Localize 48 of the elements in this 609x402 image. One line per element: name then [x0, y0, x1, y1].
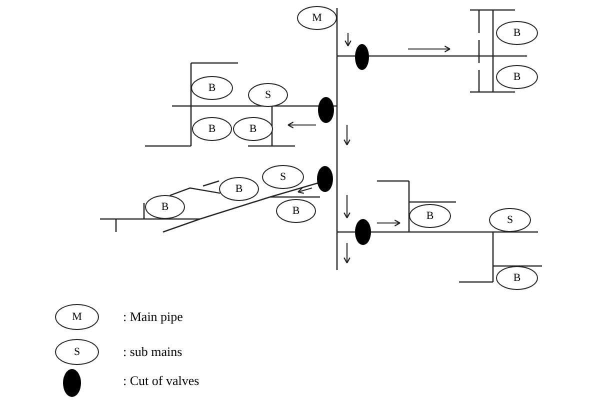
pipe-line [337, 55, 527, 57]
pipe-marker: B [191, 76, 233, 100]
pipe-marker: S [248, 83, 288, 107]
legend-text: : sub mains [123, 345, 182, 358]
pipe-line [200, 196, 270, 220]
pipe-marker: B [145, 195, 185, 219]
legend-text: : Cut of valves [123, 374, 200, 387]
pipe-marker: S [262, 165, 304, 189]
pipe-line [190, 63, 192, 146]
pipe-marker: B [496, 266, 538, 290]
pipe-line [470, 91, 515, 93]
pipe-line [377, 180, 409, 182]
pipe-line [470, 9, 515, 11]
pipe-line [409, 201, 456, 203]
pipe-line [459, 281, 493, 283]
pipe-marker: B [192, 117, 232, 141]
pipe-marker: B [409, 204, 451, 228]
pipe-line [162, 218, 200, 233]
valve-icon [318, 97, 334, 123]
pipe-marker: B [496, 65, 538, 89]
valve-icon [355, 44, 369, 70]
pipe-line [143, 203, 145, 219]
pipe-marker: B [276, 199, 316, 223]
pipe-marker: M [297, 6, 337, 30]
pipe-line [336, 8, 338, 270]
valve-icon [355, 219, 371, 245]
pipe-line [170, 187, 220, 196]
legend-marker: S [55, 339, 99, 365]
pipe-line [270, 182, 318, 198]
pipe-marker: B [233, 117, 273, 141]
pipe-line [408, 181, 410, 232]
pipe-line [492, 232, 494, 282]
pipe-line [145, 145, 191, 147]
legend-text: : Main pipe [123, 310, 183, 323]
pipe-line [493, 265, 542, 267]
pipe-marker: B [219, 177, 259, 201]
pipe-line [492, 10, 494, 92]
pipe-marker: B [496, 21, 538, 45]
pipe-line [100, 218, 200, 220]
pipe-line [191, 62, 238, 64]
pipe-line [248, 145, 295, 147]
pipe-line [202, 180, 220, 187]
pipe-line [337, 231, 538, 233]
pipe-marker: S [489, 208, 531, 232]
legend-marker: M [55, 304, 99, 330]
pipe-line [115, 219, 117, 232]
pipe-line [478, 10, 480, 92]
valve-icon [317, 166, 333, 192]
